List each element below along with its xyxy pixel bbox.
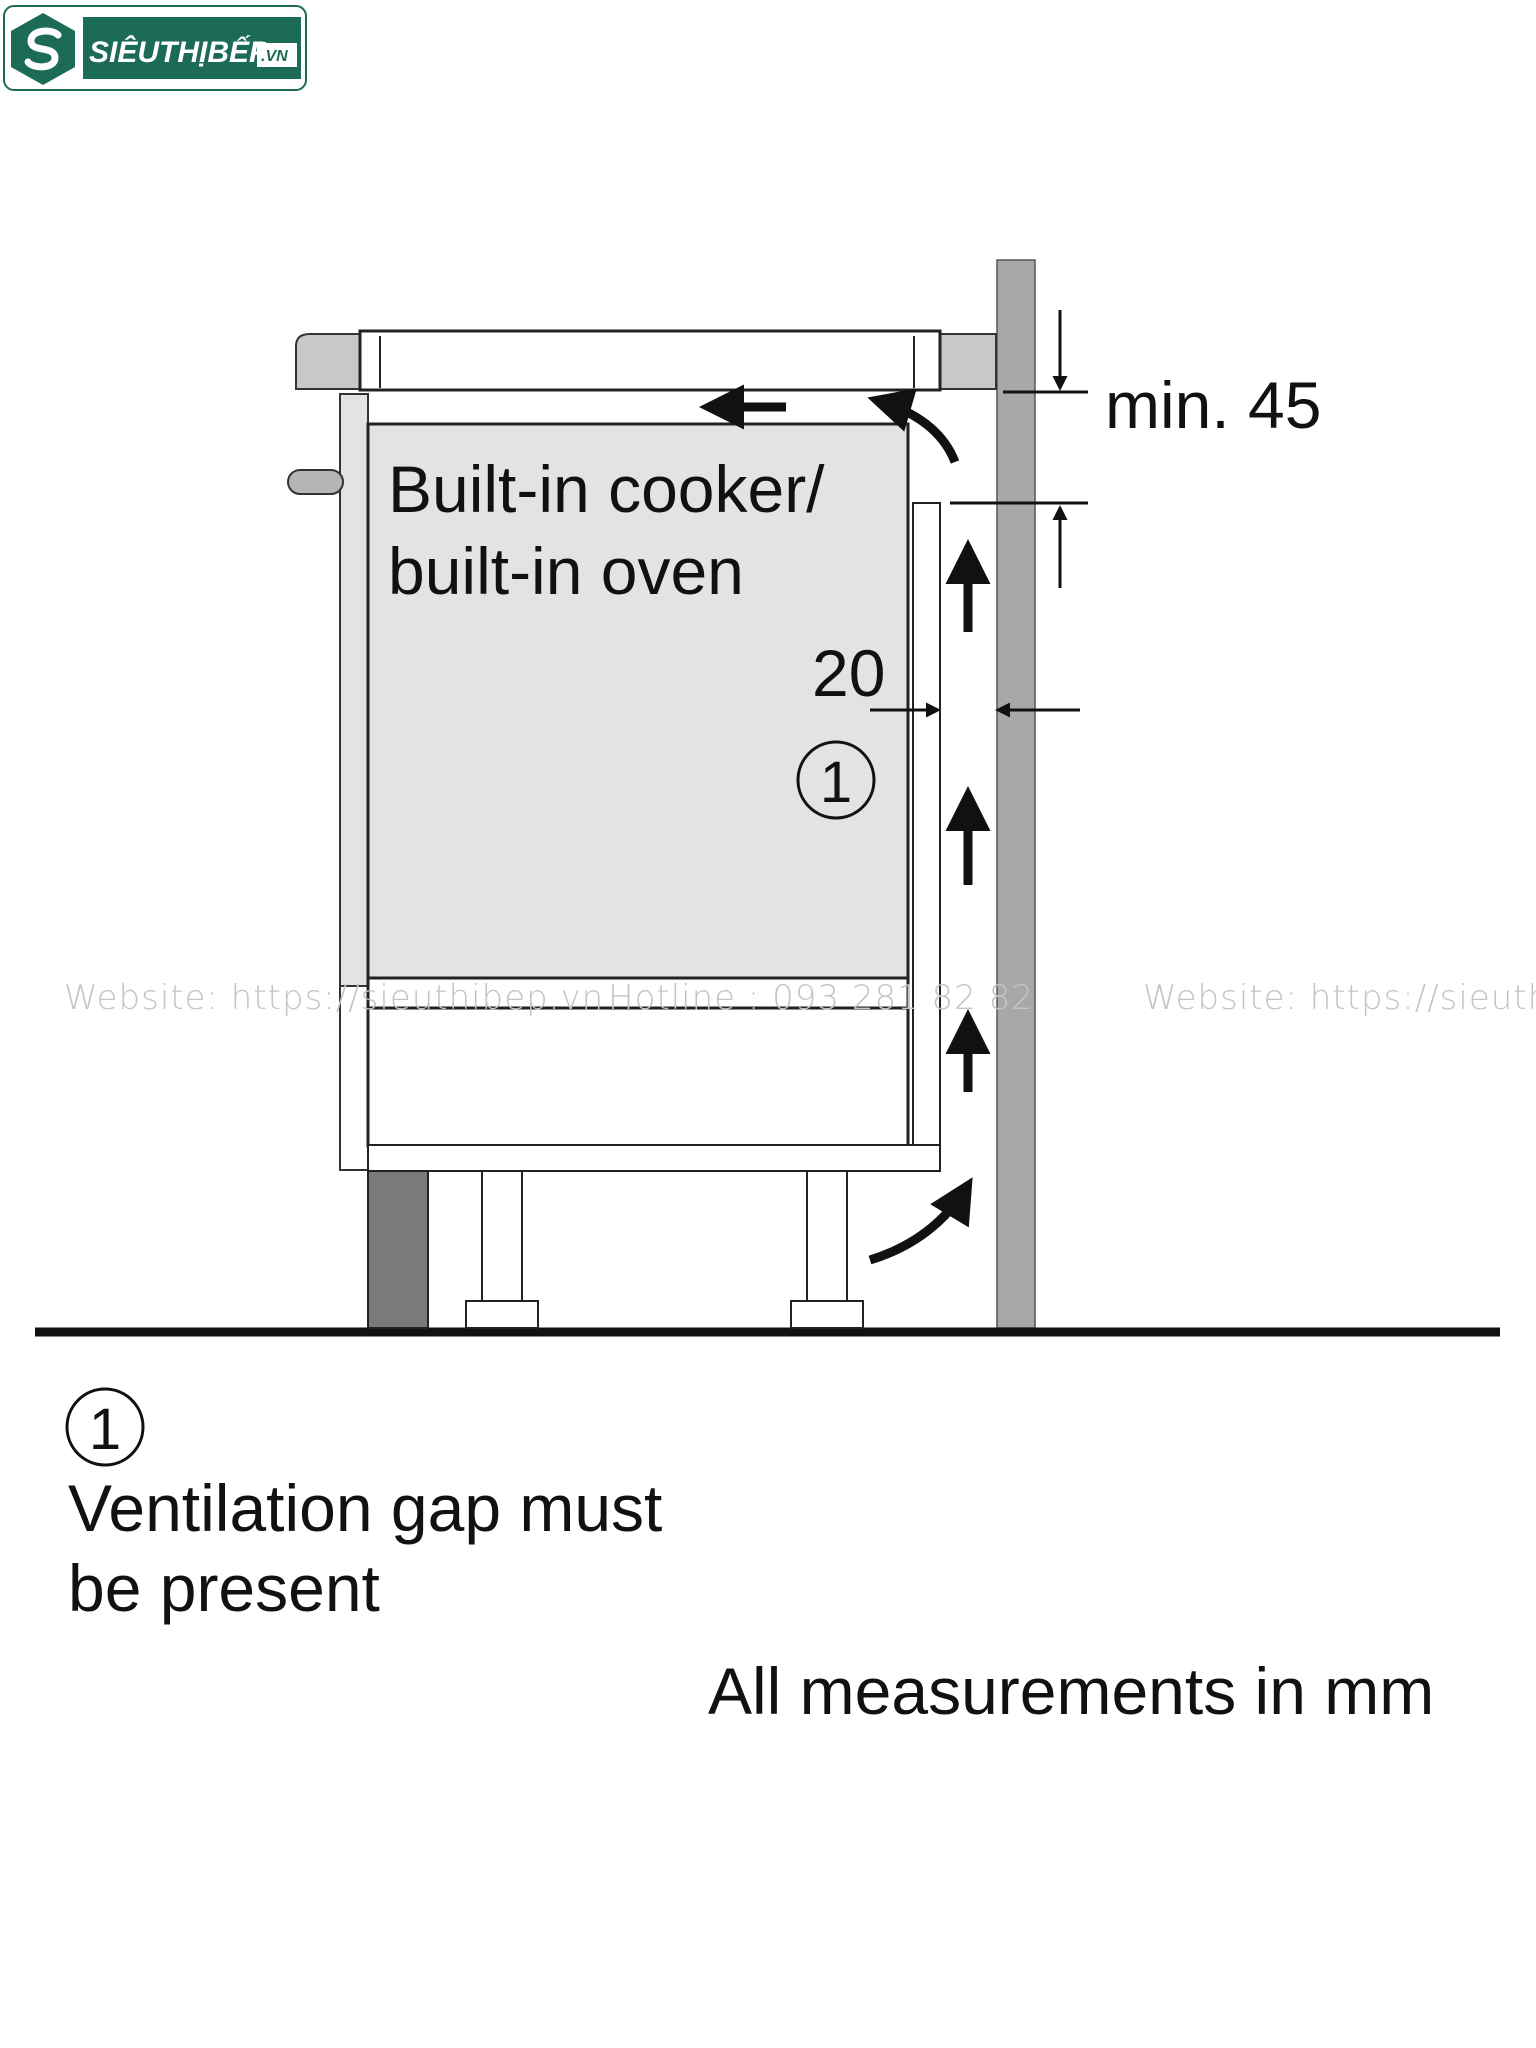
legend-marker-circle: [65, 1387, 145, 1467]
callout-marker-circle: [796, 740, 876, 820]
logo-domain-text: .VN: [261, 48, 288, 65]
appliance-label-line2: built-in oven: [388, 534, 744, 608]
airflow-arrows: [699, 384, 991, 1265]
callout-marker-number: 1: [820, 750, 852, 815]
oven-handle: [287, 469, 344, 495]
airflow-arrow-icon: [867, 388, 960, 464]
cabinet-base: [367, 1144, 941, 1172]
dimension-top-label: min. 45: [1105, 368, 1321, 442]
appliance-label-line1: Built-in cooker/: [388, 452, 825, 526]
plinth: [367, 1170, 429, 1329]
watermark-website-right: Website: https://sieuthibe: [1143, 978, 1536, 1018]
dimension-min-45: [950, 310, 1088, 588]
dimension-gap-label: 20: [812, 636, 885, 710]
cabinet-leg: [790, 1170, 864, 1329]
wall: [996, 259, 1036, 1329]
cabinet-back-panel: [912, 502, 941, 1147]
hob: [358, 329, 942, 392]
logo-mark-icon: [11, 13, 75, 85]
logo: SIÊUTHỊBẾP .VN: [3, 5, 307, 91]
cabinet-side-panel: [339, 393, 369, 987]
legend-marker-number: 1: [89, 1397, 121, 1462]
legend-text-line1: Ventilation gap must: [68, 1471, 663, 1545]
drawer-front: [366, 1006, 910, 1148]
watermark-hotline: Hotline : 093 281 82 82: [608, 978, 1034, 1018]
cabinet-leg: [465, 1170, 539, 1329]
measurement-unit-note: All measurements in mm: [708, 1654, 1435, 1728]
airflow-arrow-icon: [868, 1177, 973, 1265]
cabinet-lower-side: [339, 985, 369, 1171]
legend-text-line2: be present: [68, 1551, 380, 1625]
watermark-website-left: Website: https://sieuthibep.vn: [64, 978, 605, 1018]
logo-brand-text: SIÊUTHỊBẾP: [89, 35, 270, 69]
